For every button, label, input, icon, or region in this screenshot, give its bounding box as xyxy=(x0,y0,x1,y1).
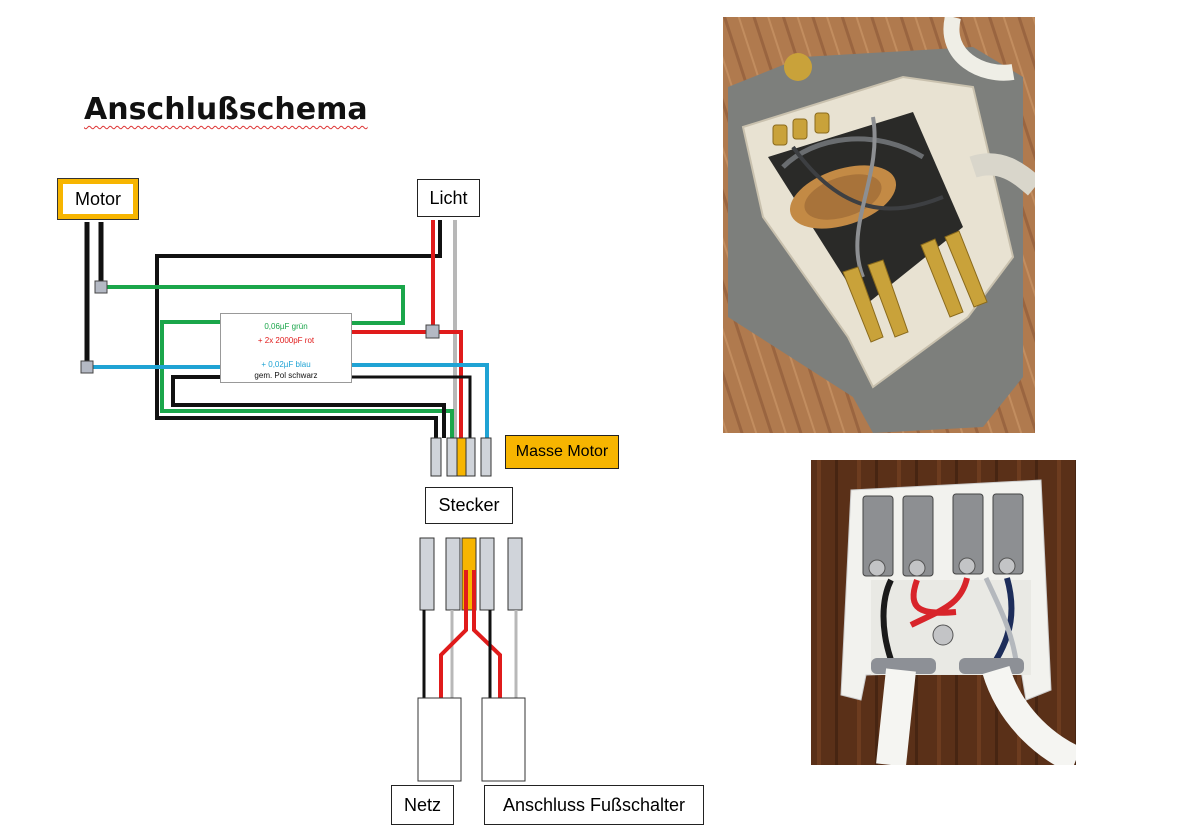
junction-motor-top xyxy=(94,280,108,294)
masse-motor-label: Masse Motor xyxy=(505,435,619,469)
black-wire-loop xyxy=(155,220,442,438)
netz-label: Netz xyxy=(391,785,454,825)
diagram-title: Anschlußschema xyxy=(84,92,368,127)
junction-light xyxy=(425,324,440,339)
black-wire-common xyxy=(171,375,446,438)
plug-socket-photo xyxy=(811,460,1076,765)
licht-label: Licht xyxy=(417,179,480,217)
stecker-label: Stecker xyxy=(425,487,513,524)
lower-wires xyxy=(422,570,518,698)
capacitor-box: 0,06µF grün + 2x 2000pF rot + 0,02µF bla… xyxy=(220,313,352,383)
capacitor-red-label: + 2x 2000pF rot xyxy=(257,336,315,345)
green-wire-plug xyxy=(160,320,454,438)
junction-motor-bottom xyxy=(80,360,94,374)
netz-connector-box xyxy=(417,697,462,782)
blue-wire-plug xyxy=(352,363,489,438)
motor-wires xyxy=(84,222,104,367)
plug-pins xyxy=(430,437,492,477)
fusschalter-label: Anschluss Fußschalter xyxy=(484,785,704,825)
green-wire-motor xyxy=(101,285,405,325)
red-wire xyxy=(352,330,463,438)
fusschalter-connector-box xyxy=(481,697,526,782)
motor-terminal-photo xyxy=(723,17,1035,433)
socket-pins xyxy=(419,537,523,611)
capacitor-green-label: 0,06µF grün xyxy=(264,322,308,331)
capacitor-blue-label: + 0,02µF blau xyxy=(261,360,311,369)
motor-label: Motor xyxy=(57,178,139,220)
capacitor-black-label: gem. Pol schwarz xyxy=(254,371,318,380)
black-wire-common-right xyxy=(352,375,472,438)
